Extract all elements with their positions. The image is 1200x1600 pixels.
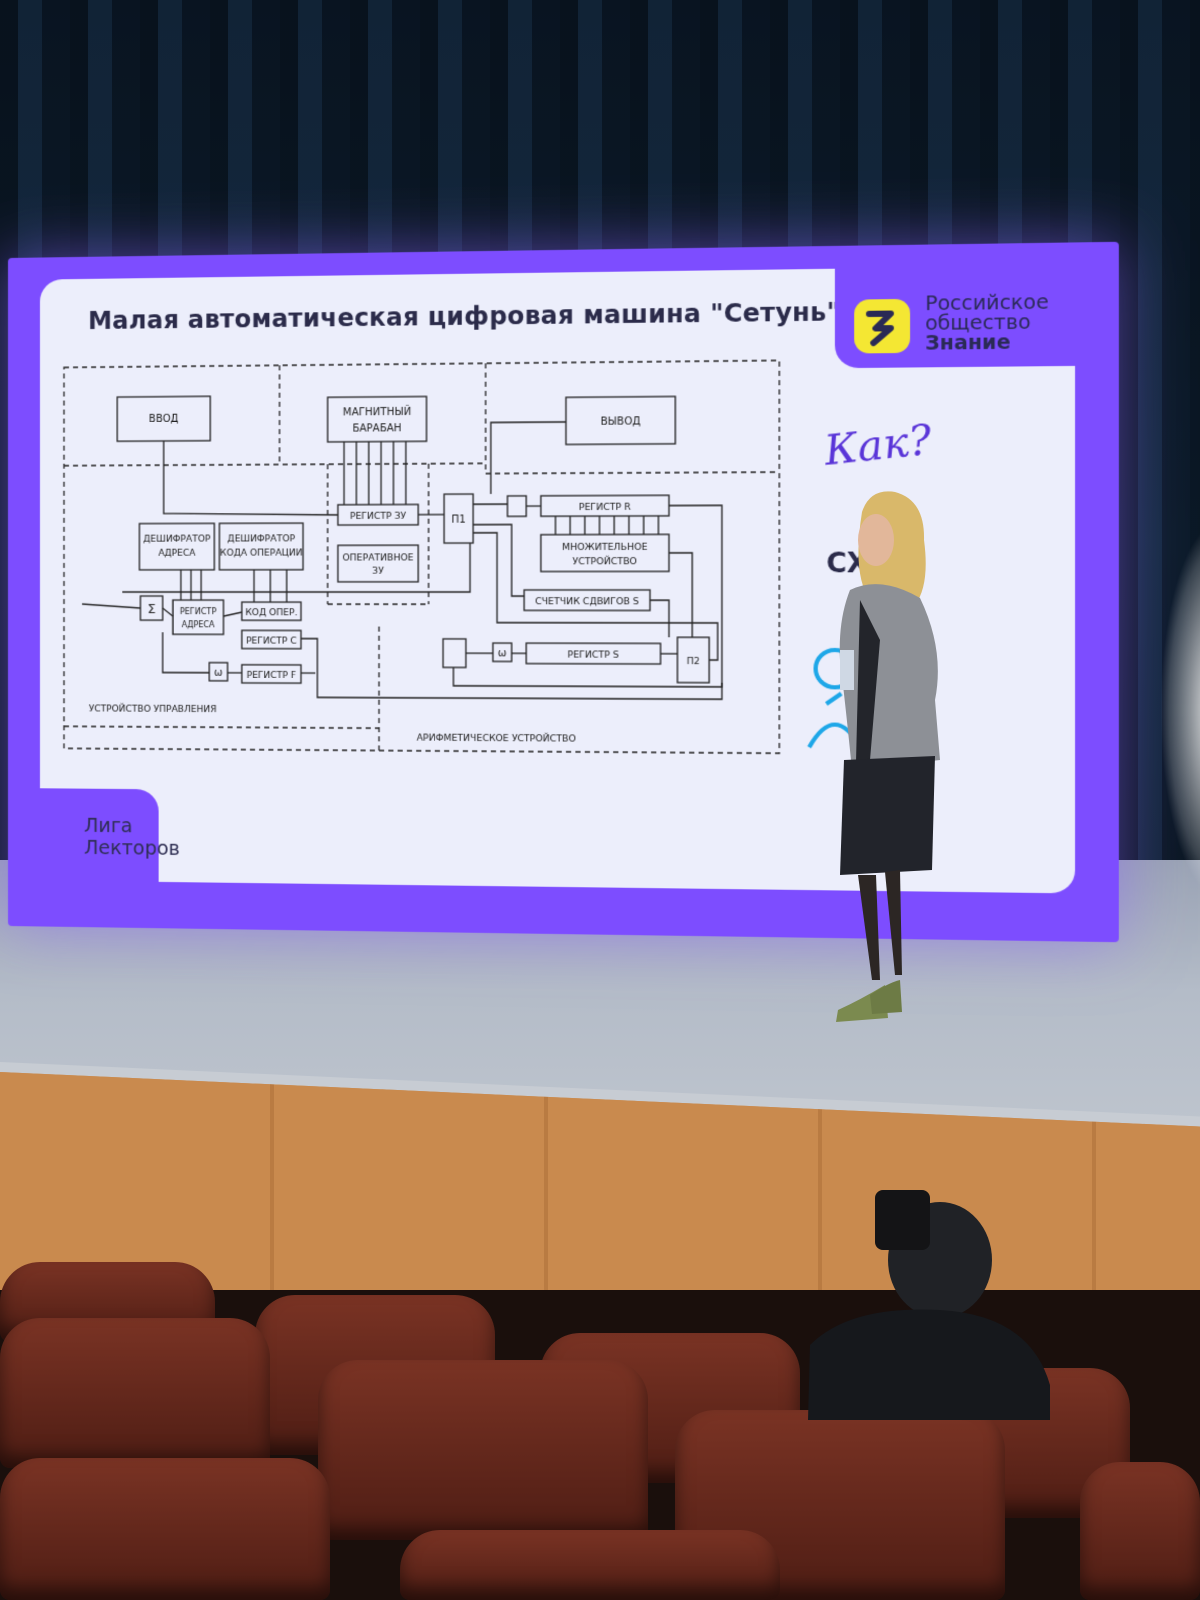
- block-small-2: [507, 496, 526, 517]
- label-desh-kod-1: ДЕШИФРАТОР: [227, 534, 295, 544]
- block-reg-zu: [338, 504, 418, 525]
- label-desh-kod-2: КОДА ОПЕРАЦИИ: [220, 548, 303, 558]
- label-p2: П2: [687, 657, 700, 667]
- block-desh-kod: [219, 523, 303, 570]
- label-p1: П1: [451, 514, 465, 525]
- block-sigma: [140, 596, 162, 620]
- label-reg-s: РЕГИСТР S: [568, 650, 620, 660]
- block-reg-f: [242, 665, 301, 683]
- label-baraban-1: МАГНИТНЫЙ: [343, 405, 411, 419]
- block-p2: [677, 637, 709, 682]
- block-mnoz: [541, 534, 669, 571]
- label-vyvod: ВЫВОД: [600, 416, 640, 428]
- label-mnoz-1: МНОЖИТЕЛЬНОЕ: [562, 543, 648, 553]
- block-desh-adr: [139, 523, 214, 569]
- block-reg-r: [541, 495, 669, 516]
- label-reg-c: РЕГИСТР С: [246, 636, 297, 646]
- label-arif: АРИФМЕТИЧЕСКОЕ УСТРОЙСТВО: [417, 731, 576, 744]
- label-desh-adr-2: АДРЕСА: [158, 549, 196, 559]
- block-small-1: [443, 639, 466, 668]
- label-reg-adr-2: АДРЕСА: [182, 620, 216, 629]
- block-baraban: [328, 396, 427, 441]
- block-reg-s: [526, 643, 660, 664]
- seat: [400, 1530, 780, 1600]
- block-p1: [444, 494, 473, 543]
- seat: [1080, 1462, 1200, 1600]
- label-reg-r: РЕГИСТР R: [579, 503, 631, 513]
- block-reg-c: [242, 630, 301, 648]
- block-vvod: [117, 396, 210, 441]
- label-omega: ω: [214, 668, 223, 679]
- block-omega-2: [493, 643, 512, 661]
- label-reg-f: РЕГИСТР F: [247, 671, 296, 681]
- block-schetchik: [524, 590, 650, 611]
- seat: [318, 1360, 648, 1540]
- label-vvod: ВВОД: [149, 414, 179, 425]
- label-upr: УСТРОЙСТВО УПРАВЛЕНИЯ: [89, 702, 217, 715]
- label-oper-zu-2: ЗУ: [372, 567, 384, 577]
- presentation-slide: Малая автоматическая цифровая машина "Се…: [39, 265, 1076, 894]
- label-reg-adr-1: РЕГИСТР: [180, 607, 217, 616]
- side-light: [1160, 520, 1200, 900]
- label-kod-oper: КОД ОПЕР.: [245, 608, 297, 618]
- label-schetchik: СЧЕТЧИК СДВИГОВ S: [535, 597, 639, 607]
- setun-block-diagram: ВВОД МАГНИТНЫЙ БАРАБАН ВЫВОД РЕГИСТР ЗУ …: [62, 358, 786, 772]
- block-vyvod: [566, 396, 675, 444]
- label-reg-zu: РЕГИСТР ЗУ: [350, 512, 407, 522]
- seat: [0, 1318, 270, 1468]
- block-omega: [209, 663, 227, 681]
- block-kod-oper: [242, 602, 301, 620]
- projection-screen: Малая автоматическая цифровая машина "Се…: [8, 241, 1119, 943]
- label-baraban-2: БАРАБАН: [352, 423, 401, 435]
- block-oper-zu: [338, 545, 418, 582]
- block-reg-adr: [173, 600, 224, 634]
- label-omega-2: ω: [498, 648, 507, 659]
- label-oper-zu-1: ОПЕРАТИВНОЕ: [343, 553, 414, 563]
- seat: [0, 1458, 330, 1600]
- label-desh-adr-1: ДЕШИФРАТОР: [143, 534, 211, 544]
- label-sigma: Σ: [147, 602, 155, 617]
- label-mnoz-2: УСТРОЙСТВО: [573, 555, 638, 567]
